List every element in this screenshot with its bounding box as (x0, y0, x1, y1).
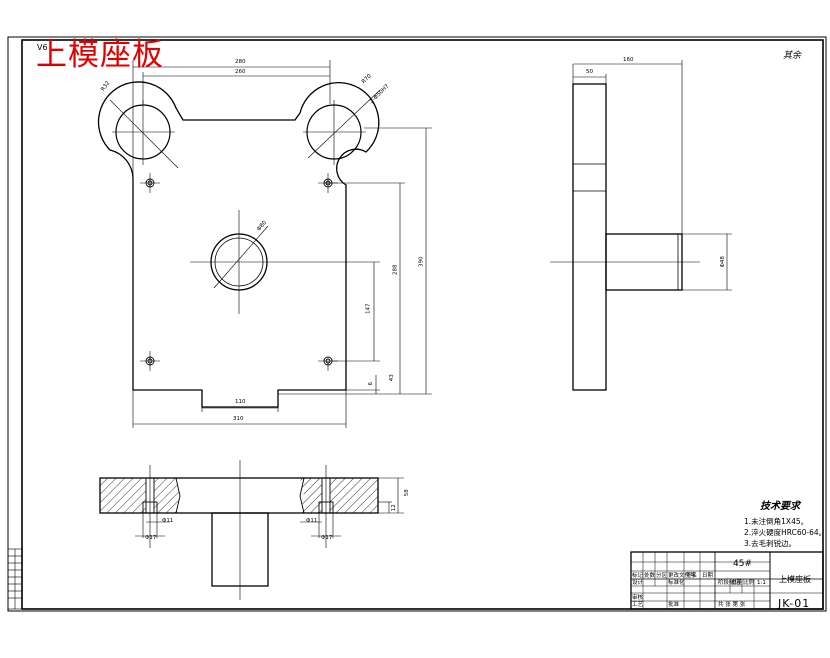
dim-phi48: Φ48 (719, 256, 726, 268)
plan-view (97, 60, 432, 428)
dim-288: 288 (392, 264, 399, 276)
count-label: 处数 (644, 573, 656, 579)
angle-tag: V6 (37, 43, 48, 52)
left-margin-block (7, 548, 23, 610)
section-centerlines (149, 460, 327, 600)
design-label: 设计 (632, 580, 644, 586)
date-label: 日期 (702, 573, 714, 579)
outer-border (7, 36, 827, 612)
dim-147: 147 (365, 303, 372, 315)
sign-label: 签名 (686, 573, 698, 579)
process-label: 工艺 (632, 602, 644, 608)
dim-58: 58 (403, 489, 410, 497)
inner-frame (21, 39, 824, 610)
tech-item-1: 1.未注倒角1X45。 (744, 517, 809, 526)
side-dimension-lines (572, 60, 732, 291)
dim-390: 390 (418, 256, 425, 268)
side-view (550, 60, 732, 391)
change-label: 更改文件号 (668, 573, 696, 579)
part-name-field: 上模座板 (779, 575, 811, 584)
mark-label: 标记 (632, 573, 644, 579)
plate-outline (97, 81, 380, 408)
dim-110: 110 (235, 399, 246, 405)
dim-12: 12 (390, 504, 397, 512)
tech-requirements-heading: 技术要求 (760, 501, 800, 512)
dim-phi11-left: Φ11 (162, 518, 174, 524)
roughness-corner-note: 其余 (783, 51, 802, 61)
section-dimension-lines (135, 477, 404, 538)
dim-phi17-right: Φ17 (321, 535, 333, 541)
dim-50: 50 (586, 69, 593, 75)
approve-label: 批准 (668, 602, 680, 608)
stage-label: 阶段标记 (718, 580, 741, 586)
drawing-title: 上模座板 (36, 37, 164, 73)
scale-field: 1:1 (757, 580, 766, 586)
zone-label: 分区 (656, 573, 668, 579)
plan-dimension-lines (132, 60, 432, 428)
dim-phi17-left: Φ17 (145, 535, 157, 541)
tech-item-2: 2.淬火硬度HRC60-64。 (744, 528, 827, 537)
dim-160: 160 (623, 57, 634, 63)
dim-phi11-right: Φ11 (306, 518, 318, 524)
tech-item-3: 3.去毛刺锐边。 (744, 539, 797, 548)
dim-280: 280 (235, 59, 246, 65)
section-view (99, 460, 404, 600)
dim-310: 310 (233, 416, 244, 422)
dim-6: 6 (368, 382, 374, 386)
std-label: 标准化 (668, 580, 685, 586)
weight-label: 重量 (731, 580, 743, 586)
drawing-number-field: JK-01 (778, 597, 811, 610)
sheet-label: 共 张 第 张 (718, 602, 746, 608)
dim-260: 260 (235, 69, 246, 75)
check-label: 审核 (632, 595, 644, 601)
ratio-label: 比例 (743, 580, 755, 586)
side-plate (572, 83, 607, 391)
plan-centerlines (112, 100, 366, 371)
title-block (630, 551, 824, 610)
material-field: 45# (733, 559, 752, 569)
dim-43: 43 (388, 374, 395, 382)
